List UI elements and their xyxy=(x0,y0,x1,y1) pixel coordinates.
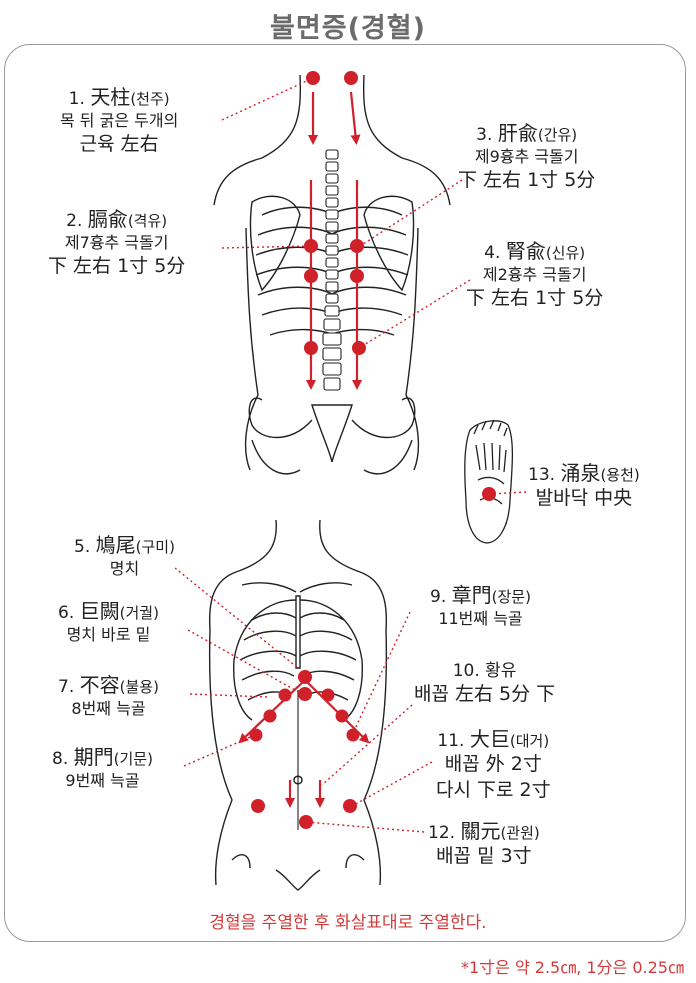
leader-1 xyxy=(221,77,314,121)
back-body-figure xyxy=(213,74,451,475)
point-burong-left xyxy=(278,688,292,702)
leader-5 xyxy=(174,567,299,669)
leader-lines xyxy=(174,77,527,833)
content-frame xyxy=(4,44,686,942)
front-neck-left xyxy=(235,519,277,573)
point-burong-right xyxy=(321,688,335,702)
label-point-3: 3. 肝兪(간유) 제9흉추 극돌기 下 左右 1寸 5分 xyxy=(458,121,596,191)
point-ganyu-right xyxy=(350,269,364,283)
label-point-13: 13. 涌泉(용천) 발바닥 中央 xyxy=(528,461,640,510)
leader-7 xyxy=(189,693,269,698)
neck-left-outline xyxy=(261,74,302,159)
leader-4 xyxy=(358,279,471,349)
point-qimen-right xyxy=(335,709,349,723)
foot-outline xyxy=(464,420,514,544)
navel xyxy=(293,775,303,785)
hip-left xyxy=(251,439,301,475)
scapula-right xyxy=(363,195,415,292)
pelvis-right xyxy=(351,397,416,439)
point-juque xyxy=(298,687,312,701)
point-daju-right xyxy=(343,799,357,813)
label-point-5: 5. 鳩尾(구미) 명치 xyxy=(74,533,175,579)
label-point-10: 10. 황유 배꼽 左右 5分 下 xyxy=(414,661,556,706)
neck-right-outline xyxy=(362,74,403,159)
label-point-12: 12. 關元(관원) 배꼽 밑 3寸 xyxy=(428,819,540,868)
sternum xyxy=(295,595,301,669)
shoulder-right-outline xyxy=(401,157,451,206)
sacrum xyxy=(311,404,353,463)
label-point-8: 8. 期門(기문) 9번째 늑골 xyxy=(52,745,153,791)
point-shenyu-right xyxy=(352,341,366,355)
leader-9 xyxy=(351,611,411,736)
label-point-9: 9. 章門(장문) 11번째 늑골 xyxy=(430,583,531,629)
point-shenyu-left xyxy=(304,341,318,355)
leader-10 xyxy=(321,704,413,786)
point-zhangmen-left xyxy=(249,728,263,742)
front-neck-right xyxy=(319,519,361,573)
unit-footnote: *1寸은 약 2.5㎝, 1分은 0.25㎝ xyxy=(460,958,684,977)
point-daju-left xyxy=(251,799,265,813)
clavicle-right xyxy=(299,582,353,593)
rib-5 xyxy=(257,286,407,296)
clavicle-left xyxy=(241,582,297,593)
point-geyu-left xyxy=(304,239,318,253)
label-point-2: 2. 膈兪(격유) 제7흉추 극돌기 下 左右 1寸 5分 xyxy=(48,207,186,277)
point-geyu-right xyxy=(350,239,364,253)
front-torso-right xyxy=(363,629,388,886)
point-jiuwei xyxy=(298,670,312,684)
front-shoulder-left xyxy=(208,571,237,631)
torso-left-outline xyxy=(244,227,259,471)
leader-12 xyxy=(305,821,425,833)
front-body-figure xyxy=(208,519,388,891)
pelvis-left xyxy=(248,397,313,439)
label-point-1: 1. 天柱(천주) 목 뒤 굵은 두개의 근육 左右 xyxy=(60,85,179,155)
front-ribs-right xyxy=(299,612,357,701)
point-tianzhu-left xyxy=(306,71,320,85)
leader-6 xyxy=(187,629,303,695)
point-qimen-left xyxy=(263,709,277,723)
point-ganyu-left xyxy=(304,269,318,283)
label-point-4: 4. 腎兪(신유) 제2흉추 극돌기 下 左右 1寸 5分 xyxy=(466,239,604,309)
leader-13 xyxy=(489,491,527,495)
arrow-neck-right xyxy=(349,91,361,145)
front-shoulder-right xyxy=(359,571,388,631)
point-zhangmen-right xyxy=(346,728,360,742)
point-yongquan xyxy=(482,487,496,501)
foot-sole-figure xyxy=(464,419,514,544)
front-torso-left xyxy=(208,629,233,886)
hip-right xyxy=(363,439,413,475)
point-guanyuan xyxy=(299,815,313,829)
label-point-6: 6. 巨闕(거궐) 명치 바로 밑 xyxy=(58,599,159,645)
leader-11 xyxy=(351,761,433,807)
foot-toes xyxy=(473,419,508,437)
hip-bone-left xyxy=(231,854,251,869)
label-point-11: 11. 大巨(대거) 배꼽 外 2寸 다시 下로 2寸 xyxy=(436,727,551,801)
ribcage-right xyxy=(299,599,364,721)
spine xyxy=(322,149,342,391)
leader-3 xyxy=(356,179,463,249)
hip-bone-right xyxy=(345,854,365,869)
page-title: 불면증(경혈) xyxy=(270,13,426,44)
torso-right-outline xyxy=(405,227,420,471)
scapula-left xyxy=(249,195,301,292)
acupoints xyxy=(249,71,496,829)
groin xyxy=(275,869,321,891)
shoulder-left-outline xyxy=(213,157,263,206)
foot-bones xyxy=(475,442,507,505)
ribcage-left xyxy=(232,599,297,721)
front-ribs-left xyxy=(239,612,297,701)
point-tianzhu-right xyxy=(344,71,358,85)
rib-2 xyxy=(257,226,407,236)
label-point-7: 7. 不容(불용) 8번째 늑골 xyxy=(58,673,159,719)
instruction-text: 경혈을 주열한 후 화살표대로 주열한다. xyxy=(209,913,487,933)
